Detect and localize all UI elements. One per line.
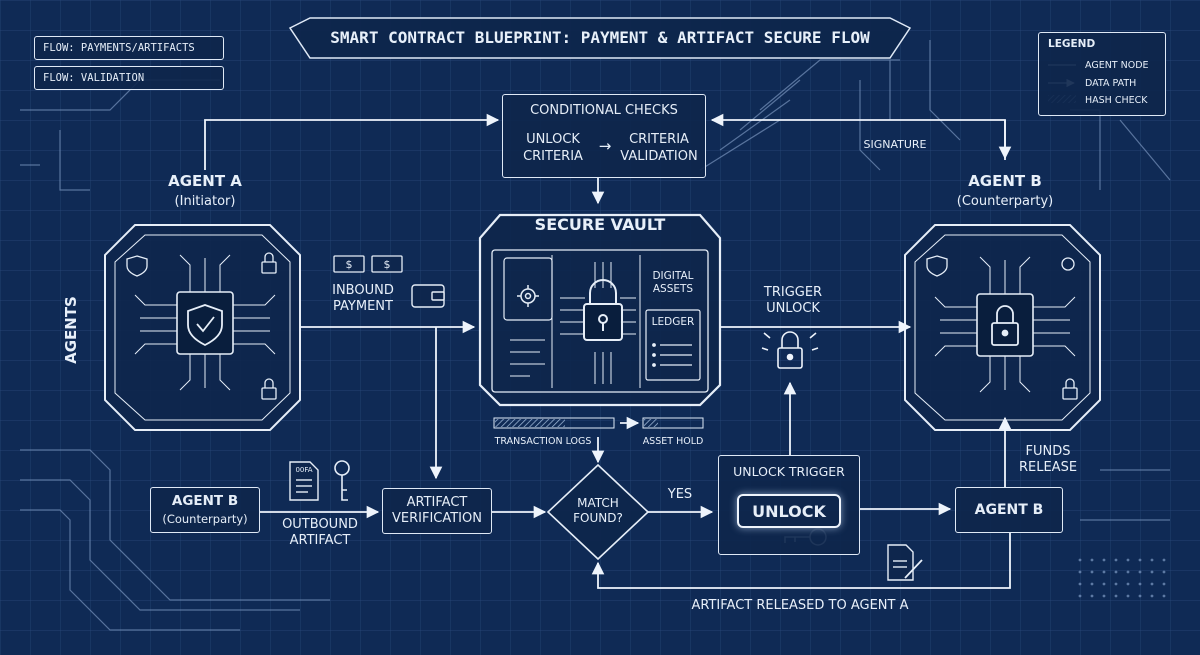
criteria-validation-label: CRITERIA VALIDATION: [620, 132, 698, 164]
doc-tag: 00FA: [295, 466, 313, 474]
asset-hold-label: ASSET HOLD: [642, 436, 704, 447]
transaction-logs-bar: [493, 417, 615, 429]
outbound-artifact-label: OUTBOUND ARTIFACT: [282, 517, 358, 548]
agent-b-lock-icon: [991, 305, 1019, 346]
agent-b-top-name: AGENT B: [968, 172, 1042, 190]
funds-release-label: FUNDS RELEASE: [1018, 444, 1078, 475]
signature-label: SIGNATURE: [863, 138, 927, 151]
legend-item-data-path: DATA PATH: [1085, 78, 1137, 89]
shield-icon: [187, 304, 223, 347]
legend-box: LEGEND AGENT NODE DATA PATH HASH CHECK: [1038, 32, 1166, 116]
cash-icon: [333, 255, 403, 273]
flow-label-validation-text: FLOW: VALIDATION: [43, 72, 145, 84]
unlock-trigger-box: UNLOCK TRIGGER UNLOCK: [718, 455, 860, 555]
agent-b-counterparty-name: AGENT B: [171, 493, 239, 509]
flow-label-validation: FLOW: VALIDATION: [34, 66, 224, 90]
dollar-icon-2: $: [384, 258, 391, 271]
artifact-document-icon: [289, 461, 319, 501]
legend-title: LEGEND: [1048, 38, 1096, 50]
match-found-label: MATCH FOUND?: [573, 496, 623, 525]
agent-b-counterparty-box[interactable]: AGENT B (Counterparty): [150, 487, 260, 533]
agent-a-role: (Initiator): [174, 194, 236, 209]
dollar-icon: $: [346, 258, 353, 271]
conditional-checks-box: CONDITIONAL CHECKS UNLOCK CRITERIA → CRI…: [502, 94, 706, 178]
agent-a-to-checks-arrow: [204, 113, 500, 170]
agent-b-top-role: (Counterparty): [956, 194, 1054, 209]
transaction-logs-label: TRANSACTION LOGS: [494, 436, 592, 447]
conditional-checks-title: CONDITIONAL CHECKS: [530, 103, 678, 118]
artifact-release-arrow: [591, 532, 1011, 589]
ledger-label: LEDGER: [651, 316, 695, 328]
flow-label-payments: FLOW: PAYMENTS/ARTIFACTS: [34, 36, 224, 60]
legend-item-hash-check: HASH CHECK: [1085, 95, 1148, 106]
signed-document-icon: [887, 544, 923, 581]
page-title: SMART CONTRACT BLUEPRINT: PAYMENT & ARTI…: [330, 28, 870, 47]
unlock-button[interactable]: UNLOCK: [737, 494, 841, 528]
arrow-right-icon: →: [598, 137, 612, 155]
wallet-icon: [411, 284, 445, 308]
artifact-released-label: ARTIFACT RELEASED TO AGENT A: [691, 598, 909, 613]
artifact-verification-label: ARTIFACT VERIFICATION: [392, 495, 482, 526]
yes-label: YES: [667, 487, 693, 502]
agent-b-node: [904, 224, 1101, 431]
trigger-lock-icon: [761, 331, 819, 369]
agents-side-label: AGENTS: [62, 296, 80, 364]
decorative-dot-grid: [1078, 558, 1166, 598]
match-found-diamond: [546, 463, 650, 561]
trigger-unlock-label: TRIGGER UNLOCK: [763, 285, 823, 316]
artifact-verification-box[interactable]: ARTIFACT VERIFICATION: [382, 488, 492, 534]
unlock-criteria-label: UNLOCK CRITERIA: [523, 132, 583, 164]
gear-icon: [517, 285, 539, 307]
digital-assets-label: DIGITAL ASSETS: [652, 270, 694, 295]
legend-item-agent-node: AGENT NODE: [1085, 60, 1149, 71]
asset-hold-bar: [642, 417, 704, 429]
agent-a-node: [104, 224, 301, 431]
inbound-payment-label: INBOUND PAYMENT: [332, 283, 394, 314]
ledger-list-icon: [652, 343, 692, 367]
artifact-key-icon: [334, 460, 350, 501]
unlock-trigger-title: UNLOCK TRIGGER: [733, 464, 845, 479]
agent-b-release-box[interactable]: AGENT B: [955, 487, 1063, 533]
agent-b-counterparty-role: (Counterparty): [162, 512, 248, 526]
vault-lock-icon: [583, 279, 623, 341]
flow-label-payments-text: FLOW: PAYMENTS/ARTIFACTS: [43, 42, 195, 54]
agent-b-release-name: AGENT B: [974, 502, 1044, 518]
agent-node-small-icons: [126, 252, 1078, 400]
title-banner: [288, 17, 912, 59]
secure-vault-title: SECURE VAULT: [534, 215, 666, 234]
agent-a-name: AGENT A: [168, 172, 242, 190]
